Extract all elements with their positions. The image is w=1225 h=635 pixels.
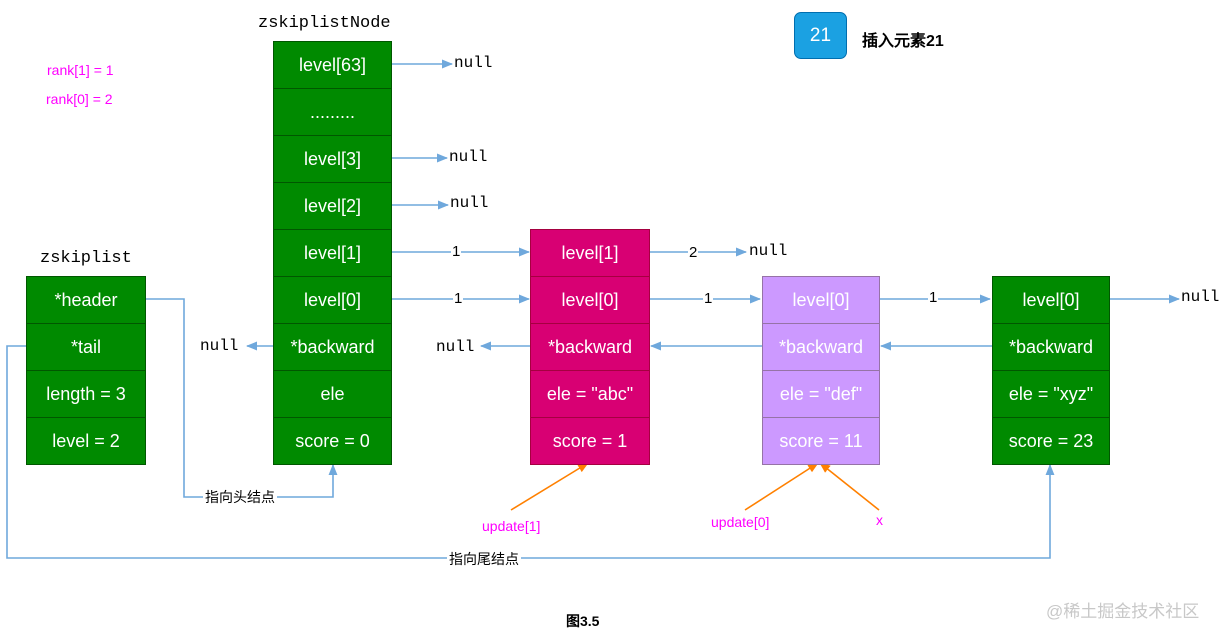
header-cell-ele: ele: [273, 370, 392, 418]
abc-cell-backward: *backward: [530, 323, 650, 371]
zskiplist-cell-length: length = 3: [26, 370, 146, 418]
abc-cell-ele: ele = "abc": [530, 370, 650, 418]
span-header-level0: 1: [453, 290, 464, 307]
def-cell-level0: level[0]: [762, 276, 880, 324]
watermark: @稀土掘金技术社区: [1046, 602, 1200, 621]
header-cell-level3: level[3]: [273, 135, 392, 183]
header-cell-level63: level[63]: [273, 41, 392, 89]
insert-badge: 21: [794, 12, 847, 59]
zskiplist-cell-header: *header: [26, 276, 146, 324]
abc-cell-level1: level[1]: [530, 229, 650, 277]
header-cell-level1: level[1]: [273, 229, 392, 277]
header-cell-score: score = 0: [273, 417, 392, 465]
null-abc-level1: null: [749, 242, 788, 260]
span-def-level0: 1: [928, 289, 939, 306]
node-title: zskiplistNode: [258, 14, 391, 33]
zskiplist-cell-tail: *tail: [26, 323, 146, 371]
null-xyz-level0: null: [1181, 288, 1220, 306]
x-label: x: [876, 512, 883, 528]
span-header-level1: 1: [451, 243, 462, 260]
abc-cell-level0: level[0]: [530, 276, 650, 324]
xyz-cell-backward: *backward: [992, 323, 1110, 371]
null-level63: null: [454, 54, 493, 72]
insert-caption: 插入元素21: [862, 33, 944, 50]
header-cell-level2: level[2]: [273, 182, 392, 230]
span-abc-level0: 1: [703, 290, 714, 307]
header-cell-level0: level[0]: [273, 276, 392, 324]
to-header-label: 指向头结点: [203, 487, 277, 507]
update0-label: update[0]: [711, 514, 770, 530]
header-cell-backward: *backward: [273, 323, 392, 371]
update1-label: update[1]: [482, 518, 541, 534]
rank-1-label: rank[1] = 1: [47, 62, 114, 78]
def-cell-score: score = 11: [762, 417, 880, 465]
arrow-x: [819, 462, 880, 511]
insert-badge-number: 21: [809, 24, 832, 46]
zskiplist-cell-level: level = 2: [26, 417, 146, 465]
xyz-cell-level0: level[0]: [992, 276, 1110, 324]
figure-caption: 图3.5: [566, 613, 600, 629]
arrow-tail-pointer: [6, 345, 1055, 559]
def-cell-backward: *backward: [762, 323, 880, 371]
null-abc-backward: null: [436, 338, 475, 356]
rank-0-label: rank[0] = 2: [46, 91, 113, 107]
xyz-cell-ele: ele = "xyz": [992, 370, 1110, 418]
abc-cell-score: score = 1: [530, 417, 650, 465]
list-title: zskiplist: [40, 249, 132, 268]
arrow-header-pointer: [146, 298, 338, 498]
null-level3: null: [449, 148, 488, 166]
null-header-backward: null: [200, 337, 239, 355]
span-abc-level1: 2: [688, 244, 699, 261]
arrow-update1: [510, 462, 589, 511]
xyz-cell-score: score = 23: [992, 417, 1110, 465]
def-cell-ele: ele = "def": [762, 370, 880, 418]
to-tail-label: 指向尾结点: [447, 549, 521, 569]
null-level2: null: [450, 194, 489, 212]
header-cell-ellipsis: .........: [273, 88, 392, 136]
arrow-update0: [744, 462, 819, 511]
